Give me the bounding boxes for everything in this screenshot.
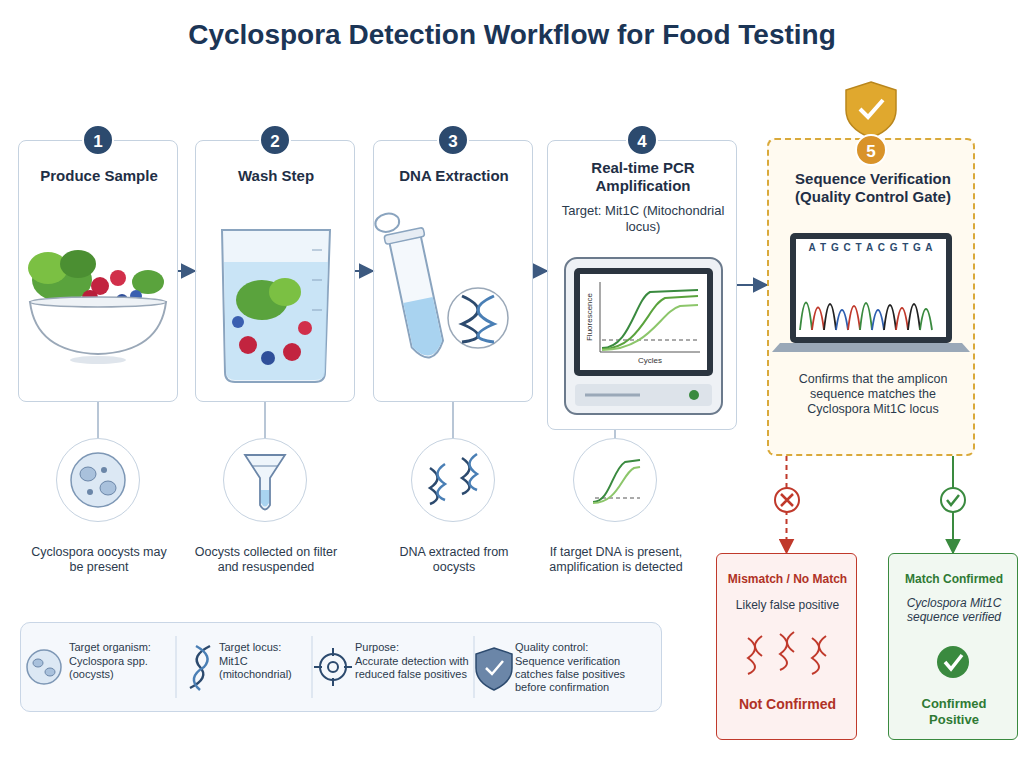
node-text: Cyclospora Mit1C sequence verified <box>897 596 1011 625</box>
node-text: Mit1C (mitochondrial) <box>219 655 319 681</box>
confirmed-icon <box>937 646 969 678</box>
diagram-title: Cyclospora Detection Workflow for Food T… <box>0 18 1024 52</box>
oocyst-icon <box>71 453 125 507</box>
reject-icon <box>781 494 793 506</box>
node-text: Cyclospora spp. (oocysts) <box>69 655 169 681</box>
callout-number: 2 <box>259 124 291 156</box>
detail-circle: Oocysts collected on filter and resuspen… <box>223 438 307 522</box>
leader-connector <box>614 430 616 438</box>
axis-label: Fluorescence <box>585 282 595 352</box>
flow-arrow <box>355 270 373 272</box>
node-heading: Target organism: <box>69 641 169 654</box>
legend-item: Purpose:Accurate detection with reduced … <box>355 631 471 707</box>
legend-panel: Target organism:Cyclospora spp. (oocysts… <box>20 622 662 712</box>
dna-icon <box>430 454 477 504</box>
extraction-tube <box>374 207 508 363</box>
node-heading: Sequence Verification (Quality Control G… <box>777 170 969 206</box>
leader-connector <box>97 402 99 438</box>
node-heading: Wash Step <box>204 167 348 185</box>
process-card: Produce Sample <box>18 140 178 402</box>
node-heading: Oocysts collected on filter and resuspen… <box>191 545 341 575</box>
node-heading: If target DNA is present, amplification … <box>541 545 691 575</box>
node-heading: Quality control: <box>515 641 655 654</box>
legend-icons <box>27 636 512 698</box>
callout-number: 5 <box>855 134 887 166</box>
amplification-icon <box>593 460 640 503</box>
node-heading: Cyclospora oocysts may be present <box>24 545 174 575</box>
node-text: Target: Mit1C (Mitochondrial locus) <box>556 203 730 234</box>
detail-circle: Cyclospora oocysts may be present <box>56 438 140 522</box>
node-text: Accurate detection with reduced false po… <box>355 655 471 681</box>
legend-item: Quality control:Sequence verification ca… <box>515 631 655 707</box>
box-fill <box>716 553 857 740</box>
panel-fill <box>20 622 662 712</box>
process-card: Real-time PCR AmplificationTarget: Mit1C… <box>547 140 737 430</box>
leader-connector <box>452 402 454 438</box>
legend-item: Target locus:Mit1C (mitochondrial) <box>219 631 319 707</box>
sequence-text: A T G C T A C G T G A <box>798 242 944 254</box>
box-fill <box>888 553 1018 740</box>
qc-gate-card: Sequence Verification (Quality Control G… <box>767 138 975 456</box>
node-heading: Real-time PCR Amplification <box>556 159 730 195</box>
sequencing-laptop <box>772 82 970 352</box>
node-heading: DNA Extraction <box>382 167 526 185</box>
detail-circle: DNA extracted from oocysts <box>411 438 495 522</box>
filter-icon <box>245 455 285 510</box>
callout-number: 4 <box>626 124 658 156</box>
node-heading: DNA extracted from oocysts <box>379 545 529 575</box>
flow-arrow <box>737 284 767 286</box>
node-heading: Purpose: <box>355 641 471 654</box>
card-fill <box>767 138 975 456</box>
node-heading: Target locus: <box>219 641 319 654</box>
wash-beaker <box>222 230 330 382</box>
node-text: Confirmed Positive <box>897 696 1011 727</box>
accept-icon <box>947 495 959 505</box>
accept-icon <box>941 488 965 512</box>
result-box: Mismatch / No MatchLikely false positive… <box>716 553 857 740</box>
result-box: Match ConfirmedCyclospora Mit1C sequence… <box>888 553 1018 740</box>
node-text: Confirms that the amplicon sequence matc… <box>783 372 963 417</box>
process-card: DNA Extraction <box>373 140 533 402</box>
process-card: Wash Step <box>195 140 355 402</box>
confirmed-icon <box>945 655 962 669</box>
callout-number: 3 <box>437 124 469 156</box>
detail-circle: If target DNA is present, amplification … <box>573 438 657 522</box>
produce-bowl <box>28 250 166 364</box>
node-heading: Mismatch / No Match <box>725 572 850 586</box>
callout-number: 1 <box>82 124 114 156</box>
legend-item: Target organism:Cyclospora spp. (oocysts… <box>69 631 169 707</box>
node-text: Sequence verification catches false posi… <box>515 655 655 695</box>
reject-icon <box>775 488 799 512</box>
leader-connector <box>264 402 266 438</box>
flow-arrow <box>178 270 195 272</box>
node-text: Not Confirmed <box>725 696 850 713</box>
node-heading: Match Confirmed <box>897 572 1011 586</box>
axis-label: Cycles <box>620 356 680 366</box>
node-text: Likely false positive <box>725 598 850 612</box>
flow-arrow <box>533 270 547 272</box>
pcr-machine <box>565 258 722 414</box>
broken-dna-icon <box>748 632 826 674</box>
node-heading: Produce Sample <box>27 167 171 185</box>
